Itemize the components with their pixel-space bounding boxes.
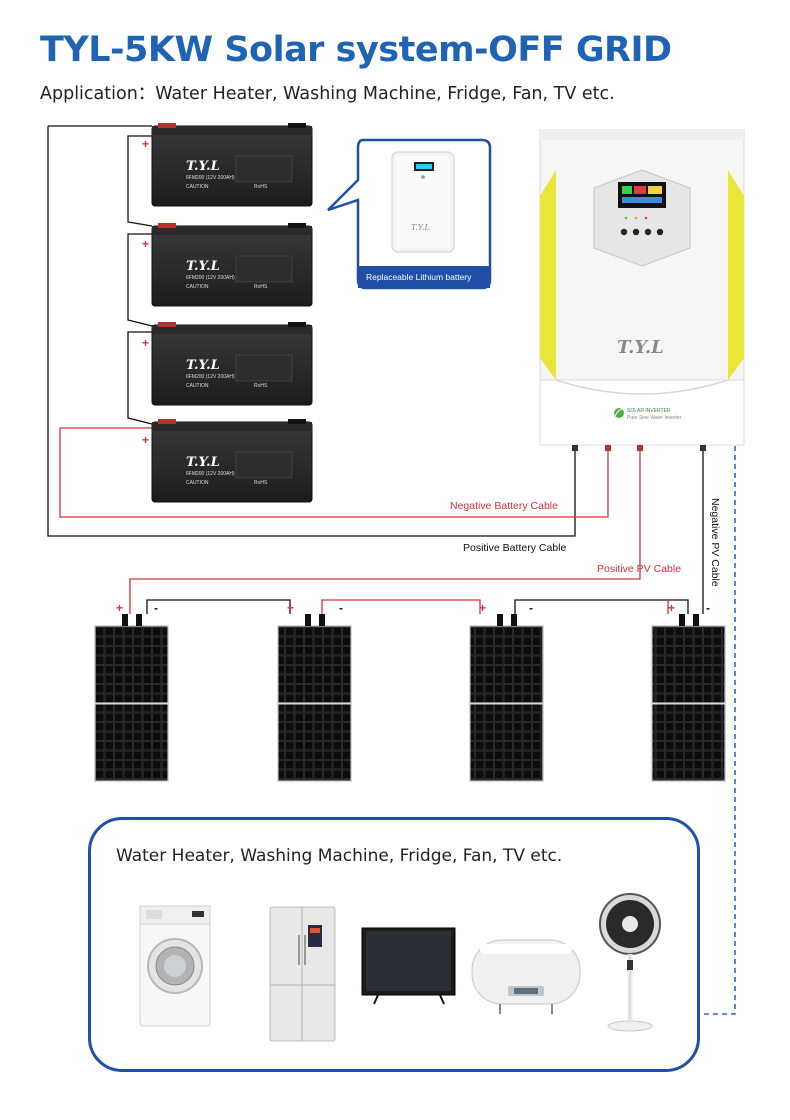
inverter-brand: T.Y.L <box>617 337 664 358</box>
inverter-model-line1: SOLAR INVERTER <box>627 408 671 414</box>
panel-negative-sign: - <box>339 601 343 615</box>
battery-positive-sign: + <box>142 237 149 251</box>
battery-model: 6FM200 (12V 200AH) <box>186 374 235 380</box>
panel-negative-sign: - <box>529 601 533 615</box>
negative-pv-cable-label: Negative PV Cable <box>709 498 721 587</box>
panel-positive-sign: + <box>668 601 675 615</box>
washing-machine-icon <box>139 905 211 1027</box>
solar-panel: +- <box>94 601 169 782</box>
page-subtitle: Application：Water Heater, Washing Machin… <box>40 84 615 104</box>
battery-cert: RoHS <box>254 284 268 290</box>
solar-inverter: T.Y.L SOLAR INVERTER Pure Sine Wave Inve… <box>539 129 745 451</box>
page-title: TYL-5KW Solar system-OFF GRID <box>40 30 672 70</box>
battery-cert: RoHS <box>254 383 268 389</box>
battery-cert: RoHS <box>254 480 268 486</box>
panel-positive-sign: + <box>287 601 294 615</box>
positive-pv-cable-label: Positive PV Cable <box>597 563 681 575</box>
lithium-callout-label: Replaceable Lithium battery <box>366 272 472 282</box>
panel-negative-sign: - <box>706 601 710 615</box>
inverter-model-line2: Pure Sine Wave Inverter <box>627 415 682 421</box>
water-heater-icon <box>471 939 581 1014</box>
appliances-title: Water Heater, Washing Machine, Fridge, F… <box>116 846 563 866</box>
solar-panel: +- <box>277 601 352 782</box>
negative-battery-cable-label: Negative Battery Cable <box>450 500 558 512</box>
leaf-icon <box>614 408 625 418</box>
panel-negative-sign: - <box>154 601 158 615</box>
tv-icon <box>361 927 456 1005</box>
battery-caution: CAUTION <box>186 383 209 389</box>
battery-positive-sign: + <box>142 336 149 350</box>
panel-positive-sign: + <box>116 601 123 615</box>
solar-panel: +- <box>469 601 544 782</box>
battery-model: 6FM200 (12V 200AH) <box>186 275 235 281</box>
fridge-icon <box>269 906 336 1042</box>
battery-brand: T.Y.L <box>186 259 220 274</box>
battery-positive-sign: + <box>142 137 149 151</box>
battery-brand: T.Y.L <box>186 159 220 174</box>
solar-panel: +- <box>651 601 726 782</box>
battery-model: 6FM200 (12V 200AH) <box>186 471 235 477</box>
battery-model: 6FM200 (12V 200AH) <box>186 175 235 181</box>
fan-icon <box>599 893 661 1032</box>
battery-brand: T.Y.L <box>186 455 220 470</box>
ac-output-wiring <box>700 446 736 1015</box>
lithium-callout: Replaceable Lithium battery T.Y.L <box>327 138 492 290</box>
pv-wiring <box>129 446 704 614</box>
battery-brand: T.Y.L <box>186 358 220 373</box>
solar-panel-array: +-+-+-+- <box>94 601 726 782</box>
lithium-brand: T.Y.L <box>411 223 430 232</box>
battery-caution: CAUTION <box>186 184 209 190</box>
lithium-battery-icon: T.Y.L <box>391 151 455 253</box>
panel-positive-sign: + <box>479 601 486 615</box>
battery-caution: CAUTION <box>186 284 209 290</box>
battery-cert: RoHS <box>254 184 268 190</box>
battery-positive-sign: + <box>142 433 149 447</box>
positive-battery-cable-label: Positive Battery Cable <box>463 542 566 554</box>
battery-caution: CAUTION <box>186 480 209 486</box>
negative-battery-wiring <box>59 427 609 518</box>
